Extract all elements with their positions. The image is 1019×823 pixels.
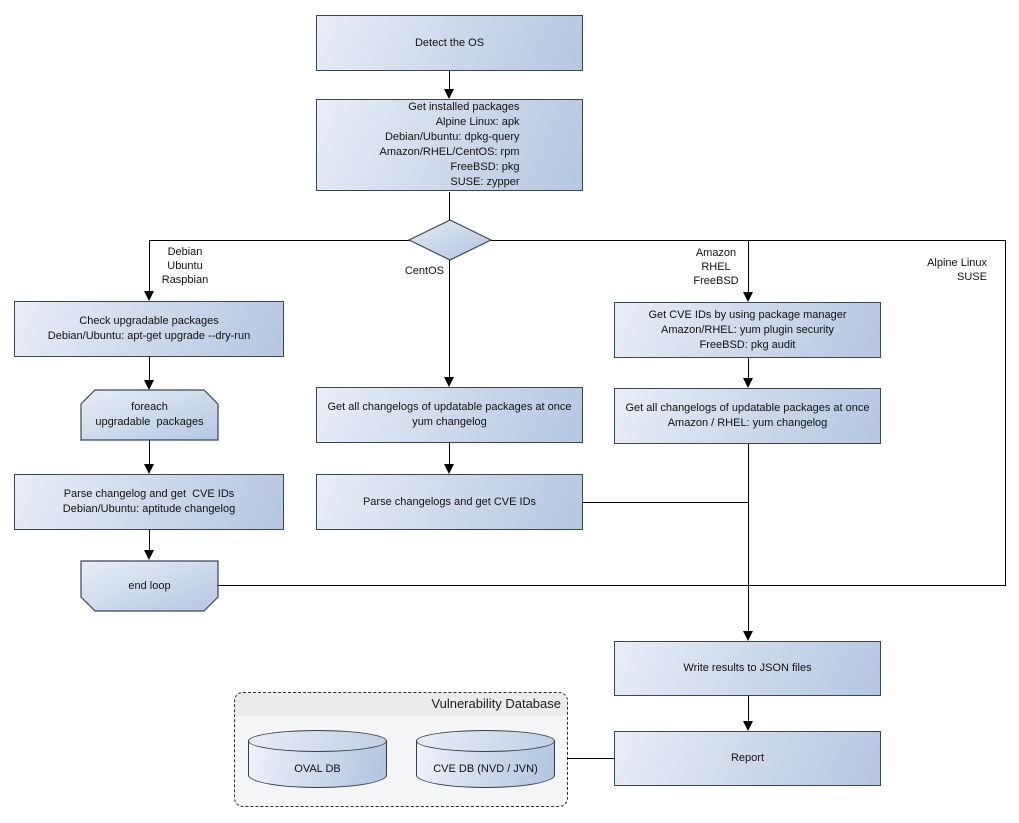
arrowhead <box>743 721 753 731</box>
edge-endloop-to-main <box>218 585 1006 586</box>
node-label: Detect the OS <box>414 36 485 49</box>
container-title-band: Vulnerability Database <box>235 693 567 716</box>
cylinder-label: OVAL DB <box>294 763 341 775</box>
node-line: Debian/Ubuntu: apt-get upgrade --dry-run <box>47 330 251 342</box>
node-foreach: foreach upgradable packages <box>80 389 219 441</box>
edge-label-centos: CentOS <box>374 264 444 278</box>
node-parse-changelog-deb: Parse changelog and get CVE IDs Debian/U… <box>14 474 284 530</box>
node-foreach-shape <box>80 389 219 441</box>
node-parse-changelogs: Parse changelogs and get CVE IDs <box>316 474 583 530</box>
node-line: Parse changelog and get CVE IDs <box>63 488 235 500</box>
node-line: Amazon / RHEL: yum changelog <box>667 417 828 429</box>
node-line: Amazon/RHEL: yum plugin security <box>660 323 834 336</box>
edge-label-line: Alpine Linux <box>927 257 987 269</box>
node-write-json: Write results to JSON files <box>614 641 881 696</box>
edge-label-line: Ubuntu <box>167 260 203 272</box>
node-label: Report <box>730 752 765 764</box>
edge-parse2-to-main <box>583 502 748 503</box>
edge-label-debian-ubuntu-raspbian: Debian Ubuntu Raspbian <box>149 245 221 287</box>
node-line: Get CVE IDs by using package manager <box>648 308 847 321</box>
arrowhead <box>444 89 454 99</box>
edge-label-line: CentOS <box>404 265 444 277</box>
node-label: end loop <box>128 579 171 592</box>
edge-decision-centos-down <box>449 259 450 378</box>
edge-label-line: Debian <box>167 246 203 258</box>
node-line: FreeBSD: pkg <box>450 161 520 173</box>
container-title: Vulnerability Database <box>431 696 561 711</box>
edge-label-line: SUSE <box>957 271 987 283</box>
edge-label-line: Raspbian <box>161 274 209 286</box>
edge-detect-to-packages <box>449 71 450 91</box>
edge-label-amazon-rhel-freebsd: Amazon RHEL FreeBSD <box>681 246 751 288</box>
edge-right-branch-down <box>748 240 749 293</box>
edge-write-to-report <box>748 696 749 722</box>
node-report: Report <box>614 731 881 786</box>
node-changelogs-amazon: Get all changelogs of updatable packages… <box>614 388 881 444</box>
node-line: SUSE: zypper <box>450 176 520 188</box>
edge-db-to-report <box>568 758 614 759</box>
node-end-loop: end loop <box>80 560 219 612</box>
node-text-block: Get installed packages Alpine Linux: apk… <box>380 100 520 190</box>
node-line: FreeBSD: pkg audit <box>699 338 796 351</box>
node-check-upgradable: Check upgradable packages Debian/Ubuntu:… <box>14 301 284 357</box>
node-line: Debian/Ubuntu: dpkg-query <box>384 131 520 143</box>
decision-diamond <box>408 219 492 261</box>
arrowhead <box>743 631 753 641</box>
node-label: Parse changelogs and get CVE IDs <box>362 495 537 508</box>
node-line: upgradable packages <box>95 416 204 428</box>
edge-parse-to-endloop <box>149 530 150 551</box>
node-line: Amazon/RHEL/CentOS: rpm <box>379 146 520 158</box>
edge-foreach-to-parse <box>149 440 150 465</box>
arrowhead <box>444 464 454 474</box>
node-line: Check upgradable packages <box>79 315 219 327</box>
edge-label-line: RHEL <box>701 261 731 273</box>
node-line: Get all changelogs of updatable packages… <box>327 401 572 413</box>
node-label: Write results to JSON files <box>683 662 812 674</box>
edge-check-to-foreach <box>149 357 150 381</box>
node-line: Get all changelogs of updatable packages… <box>625 402 870 414</box>
node-line: Get installed packages <box>408 101 520 113</box>
node-line: yum changelog <box>412 416 487 428</box>
edge-packages-to-decision <box>449 192 450 221</box>
cylinder-top-ellipse <box>416 730 555 752</box>
node-get-cve-ids: Get CVE IDs by using package manager Ama… <box>614 302 881 358</box>
edge-left-branch-down <box>149 240 150 292</box>
node-changelogs-centos: Get all changelogs of updatable packages… <box>316 387 583 443</box>
oval-db-cylinder: OVAL DB <box>248 730 387 788</box>
edge-cveids-to-changelogs <box>748 358 749 379</box>
node-line: Debian/Ubuntu: aptitude changelog <box>62 503 236 515</box>
edge-label-alpine-suse: Alpine Linux SUSE <box>887 256 987 284</box>
arrowhead <box>444 377 454 387</box>
cve-db-cylinder: CVE DB (NVD / JVN) <box>416 730 555 788</box>
node-end-loop-shape <box>80 560 219 612</box>
edge-changelogs-to-write <box>748 444 749 631</box>
edge-decision-left <box>149 240 410 241</box>
node-get-installed-packages: Get installed packages Alpine Linux: apk… <box>316 99 583 191</box>
arrowhead <box>144 464 154 474</box>
arrowhead <box>144 550 154 560</box>
node-detect-os: Detect the OS <box>316 15 583 71</box>
edge-changelogs-to-parse2 <box>449 443 450 465</box>
node-line: foreach <box>131 401 168 413</box>
edge-label-line: Amazon <box>695 247 737 259</box>
arrowhead <box>144 291 154 301</box>
edge-label-line: FreeBSD <box>693 275 739 287</box>
node-line: Alpine Linux: apk <box>435 116 520 128</box>
arrowhead <box>743 378 753 388</box>
edge-far-right-branch-down <box>1005 240 1006 586</box>
arrowhead <box>144 380 154 390</box>
arrowhead <box>743 292 753 302</box>
cylinder-label: CVE DB (NVD / JVN) <box>433 763 538 775</box>
cylinder-top-ellipse <box>248 730 387 752</box>
